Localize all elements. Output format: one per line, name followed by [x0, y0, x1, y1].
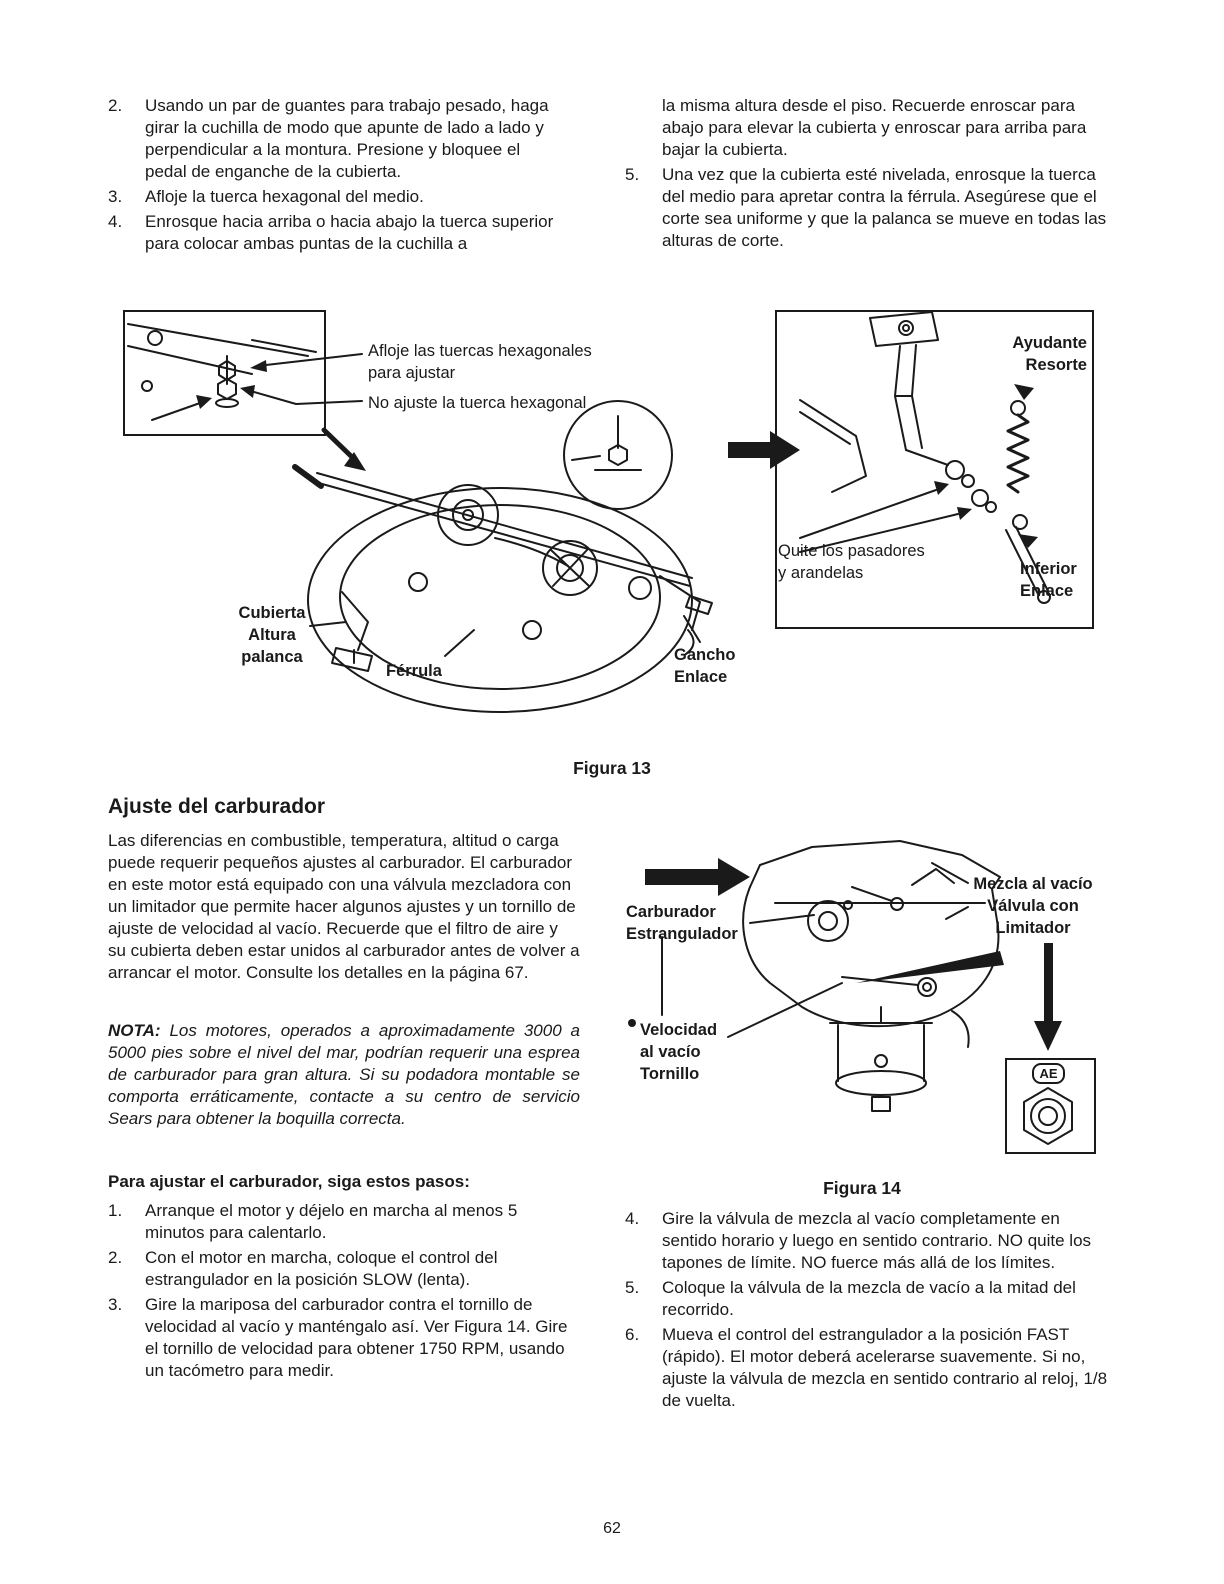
label-mezcla-vacio: Mezcla al vacío Válvula con Limitador [973, 875, 1093, 937]
figure13-inset-box [123, 310, 326, 436]
list-number: 5. [625, 165, 640, 184]
section-heading-carburador: Ajuste del carburador [108, 795, 326, 818]
figure13-spring-box [775, 310, 1094, 629]
list-item: 6. Mueva el control del estrangulador a … [625, 1324, 1115, 1412]
list-item: 5. Una vez que la cubierta esté nivelada… [625, 164, 1115, 252]
list-number: 2. [108, 1248, 123, 1267]
list-text: Gire la válvula de mezcla al vacío compl… [662, 1209, 1092, 1272]
list-number: 1. [108, 1201, 123, 1220]
list-item: 5. Coloque la válvula de la mezcla de va… [625, 1277, 1115, 1321]
steps-left-column: 1. Arranque el motor y déjelo en marcha … [108, 1200, 570, 1385]
list-number: 3. [108, 187, 123, 206]
carburetor-illustration [628, 840, 1073, 1145]
carburetor-paragraph: Las diferencias en combustible, temperat… [108, 831, 580, 982]
list-text: Afloje la tuerca hexagonal del medio. [145, 187, 424, 206]
label-ferrula: Férrula [386, 662, 442, 680]
label-quite-pasadores: Quite los pasadores y arandelas [778, 542, 925, 582]
label-ae: AE [1032, 1063, 1065, 1084]
list-item: 1. Arranque el motor y déjelo en marcha … [108, 1200, 570, 1244]
list-item: 2. Usando un par de guantes para trabajo… [108, 95, 566, 183]
figure-14: Carburador Estrangulador Mezcla al vacío… [600, 825, 1124, 1175]
label-gancho-enlace: Gancho Enlace [674, 646, 736, 686]
label-no-ajuste: No ajuste la tuerca hexagonal [368, 394, 587, 412]
figure14-caption: Figura 14 [823, 1178, 901, 1198]
steps-heading: Para ajustar el carburador, siga estos p… [108, 1172, 470, 1191]
label-afloje-tuercas: Afloje las tuercas hexagonales para ajus… [368, 342, 592, 382]
nota-paragraph: NOTA: Los motores, operados a aproximada… [108, 1020, 580, 1130]
list-text: Arranque el motor y déjelo en marcha al … [145, 1201, 518, 1242]
mower-deck-illustration [127, 311, 1051, 713]
list-item: 3. Gire la mariposa del carburador contr… [108, 1294, 570, 1382]
list-number: 3. [108, 1295, 123, 1314]
page-number: 62 [603, 1520, 621, 1537]
list-number: 5. [625, 1278, 640, 1297]
list-text: Gire la mariposa del carburador contra e… [145, 1295, 568, 1380]
figure-13: Afloje las tuercas hexagonales para ajus… [0, 300, 1224, 780]
list-text: Una vez que la cubierta esté nivelada, e… [662, 165, 1107, 250]
list-number: 4. [625, 1209, 640, 1228]
list-item: 2. Con el motor en marcha, coloque el co… [108, 1247, 570, 1291]
ae-badge-wrap: AE [1005, 1063, 1092, 1084]
list-number: 6. [625, 1325, 640, 1344]
figure13-caption: Figura 13 [573, 758, 651, 778]
nota-label: NOTA: [108, 1021, 161, 1040]
label-ayudante-resorte: Ayudante Resorte [1012, 334, 1087, 374]
nota-text: Los motores, operados a aproximadamente … [108, 1021, 580, 1128]
label-inferior-enlace: Inferior Enlace [1020, 560, 1077, 600]
figure14-ae-box [1005, 1058, 1096, 1154]
list-number: 2. [108, 96, 123, 115]
label-cubierta-altura-palanca: Cubierta Altura palanca [238, 604, 306, 666]
label-velocidad-tornillo: Velocidad al vacío Tornillo [640, 1021, 718, 1083]
steps-right-column: 4. Gire la válvula de mezcla al vacío co… [625, 1208, 1115, 1415]
top-right-column: la misma altura desde el piso. Recuerde … [625, 95, 1115, 255]
list-text: Coloque la válvula de la mezcla de vacío… [662, 1278, 1076, 1319]
list-item: 3. Afloje la tuerca hexagonal del medio. [108, 186, 566, 208]
top-left-column: 2. Usando un par de guantes para trabajo… [108, 95, 566, 258]
list-text: Mueva el control del estrangulador a la … [662, 1325, 1108, 1410]
list-number: 4. [108, 212, 123, 231]
list-text: Usando un par de guantes para trabajo pe… [145, 96, 549, 181]
continuation-paragraph: la misma altura desde el piso. Recuerde … [662, 96, 1087, 159]
list-item: 4. Gire la válvula de mezcla al vacío co… [625, 1208, 1115, 1274]
list-text: Enrosque hacia arriba o hacia abajo la t… [145, 212, 554, 253]
list-text: Con el motor en marcha, coloque el contr… [145, 1248, 498, 1289]
list-item: 4. Enrosque hacia arriba o hacia abajo l… [108, 211, 566, 255]
label-carburador-estrangulador: Carburador Estrangulador [626, 903, 738, 943]
